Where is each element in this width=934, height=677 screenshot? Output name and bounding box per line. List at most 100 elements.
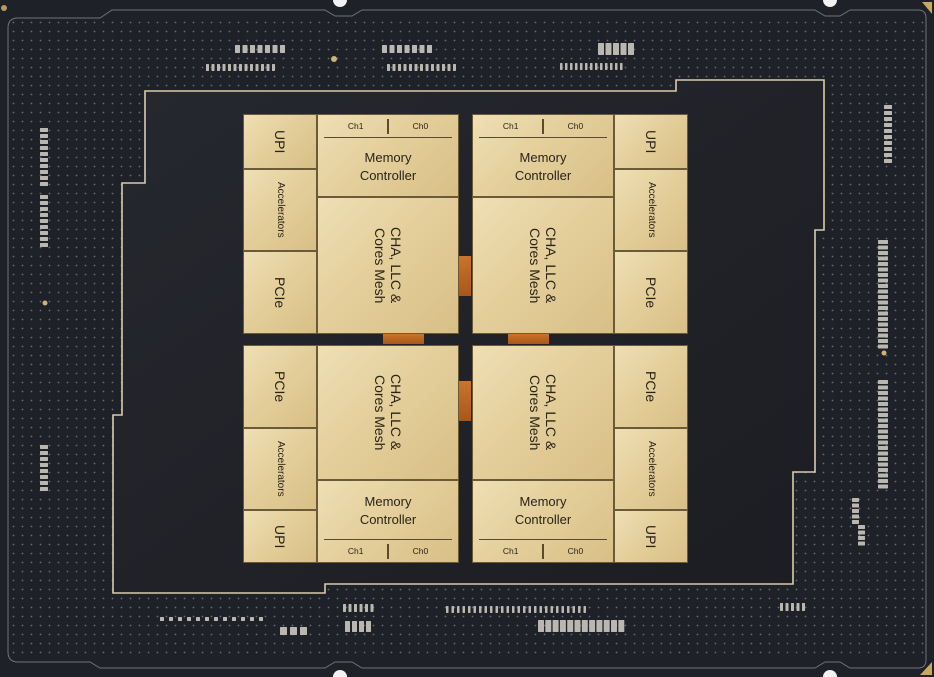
accelerators-label: Accelerators — [645, 182, 657, 238]
mesh-block: CHA, LLC & Cores Mesh — [472, 197, 614, 334]
smd-capacitor — [359, 604, 363, 612]
smd-capacitor — [570, 63, 573, 70]
smd-capacitor — [457, 606, 460, 613]
smd-capacitor — [40, 176, 48, 180]
ch0-label: Ch0 — [567, 121, 584, 131]
pcie-block: PCIe — [243, 345, 317, 428]
smd-capacitor — [878, 245, 888, 250]
pin1-marker — [922, 2, 932, 14]
smd-capacitor — [565, 63, 568, 70]
smd-capacitor — [389, 45, 395, 53]
smd-capacitor — [352, 621, 357, 632]
smd-capacitor — [244, 64, 248, 71]
smd-capacitor — [250, 617, 254, 621]
smd-capacitor — [878, 424, 888, 428]
smd-capacitor — [620, 43, 627, 55]
smd-capacitor — [878, 262, 888, 266]
smd-capacitor — [567, 620, 574, 632]
notch-right — [823, 0, 837, 7]
die-area-outline — [112, 79, 825, 594]
smd-capacitor — [878, 333, 888, 338]
smd-capacitor — [878, 273, 888, 277]
smd-capacitor — [575, 63, 578, 70]
smd-capacitor — [446, 606, 449, 613]
smd-capacitor — [242, 45, 248, 53]
pcie-label: PCIe — [272, 370, 289, 403]
smd-capacitor — [878, 468, 888, 472]
smd-capacitor — [40, 475, 48, 479]
smd-capacitor — [365, 604, 368, 612]
smd-capacitor — [878, 396, 888, 401]
smd-capacitor — [40, 237, 48, 241]
smd-capacitor — [858, 530, 865, 535]
smd-capacitor — [878, 391, 888, 395]
smd-capacitor — [404, 45, 410, 53]
smd-capacitor — [852, 514, 859, 519]
smd-capacitor — [878, 344, 888, 349]
smd-capacitor — [40, 140, 48, 144]
smd-capacitor — [40, 445, 48, 449]
smd-capacitor — [858, 525, 865, 529]
smd-capacitor — [40, 213, 48, 217]
smd-capacitor — [785, 603, 789, 611]
smd-capacitor — [479, 606, 482, 613]
smd-capacitor — [40, 481, 48, 485]
smd-capacitor — [605, 63, 608, 70]
smd-capacitor — [545, 606, 548, 613]
smd-capacitor — [40, 219, 48, 223]
fiducial — [42, 300, 48, 306]
smd-capacitor — [501, 606, 504, 613]
smd-capacitor — [878, 328, 888, 332]
smd-capacitor — [550, 606, 553, 613]
ch0-label: Ch0 — [412, 121, 429, 131]
pcie-block: PCIe — [614, 251, 688, 334]
smd-capacitor — [232, 617, 236, 621]
emib-bridge-left — [383, 334, 424, 344]
smd-capacitor — [403, 64, 407, 71]
smd-capacitor — [300, 627, 307, 635]
smd-capacitor — [878, 451, 888, 456]
pcie-label: PCIe — [643, 276, 660, 309]
upi-label: UPI — [272, 129, 289, 154]
smd-capacitor — [228, 64, 231, 71]
smd-capacitor — [40, 201, 48, 205]
smd-capacitor — [556, 606, 559, 613]
smd-capacitor — [884, 159, 892, 163]
smd-capacitor — [484, 606, 487, 613]
mesh-block: CHA, LLC & Cores Mesh — [317, 197, 459, 334]
smd-capacitor — [40, 469, 48, 473]
upi-label: UPI — [643, 524, 660, 549]
smd-capacitor — [574, 620, 581, 632]
notch-bottom-right — [823, 670, 837, 677]
smd-capacitor — [878, 385, 888, 390]
smd-capacitor — [40, 225, 48, 229]
smd-capacitor — [366, 621, 371, 632]
smd-capacitor — [217, 64, 220, 71]
accelerators-label: Accelerators — [274, 441, 286, 497]
smd-capacitor — [595, 63, 598, 70]
accelerators-label: Accelerators — [274, 182, 286, 238]
smd-capacitor — [884, 153, 892, 157]
pcie-label: PCIe — [272, 276, 289, 309]
smd-capacitor — [598, 43, 604, 55]
smd-capacitor — [878, 473, 888, 478]
smd-capacitor — [852, 498, 859, 502]
smd-capacitor — [559, 620, 566, 632]
smd-capacitor — [222, 64, 226, 71]
smd-capacitor — [290, 627, 297, 635]
smd-capacitor — [506, 606, 509, 613]
smd-capacitor — [261, 64, 264, 71]
smd-capacitor — [40, 182, 48, 186]
smd-capacitor — [600, 63, 603, 70]
ch1-label: Ch1 — [502, 121, 519, 131]
smd-capacitor — [206, 64, 209, 71]
smd-capacitor — [241, 617, 245, 621]
smd-capacitor — [884, 129, 892, 133]
smd-capacitor — [414, 64, 418, 71]
smd-capacitor — [561, 606, 564, 613]
mesh-label: CHA, LLC & Cores Mesh — [527, 374, 560, 451]
upi-block: UPI — [243, 510, 317, 563]
